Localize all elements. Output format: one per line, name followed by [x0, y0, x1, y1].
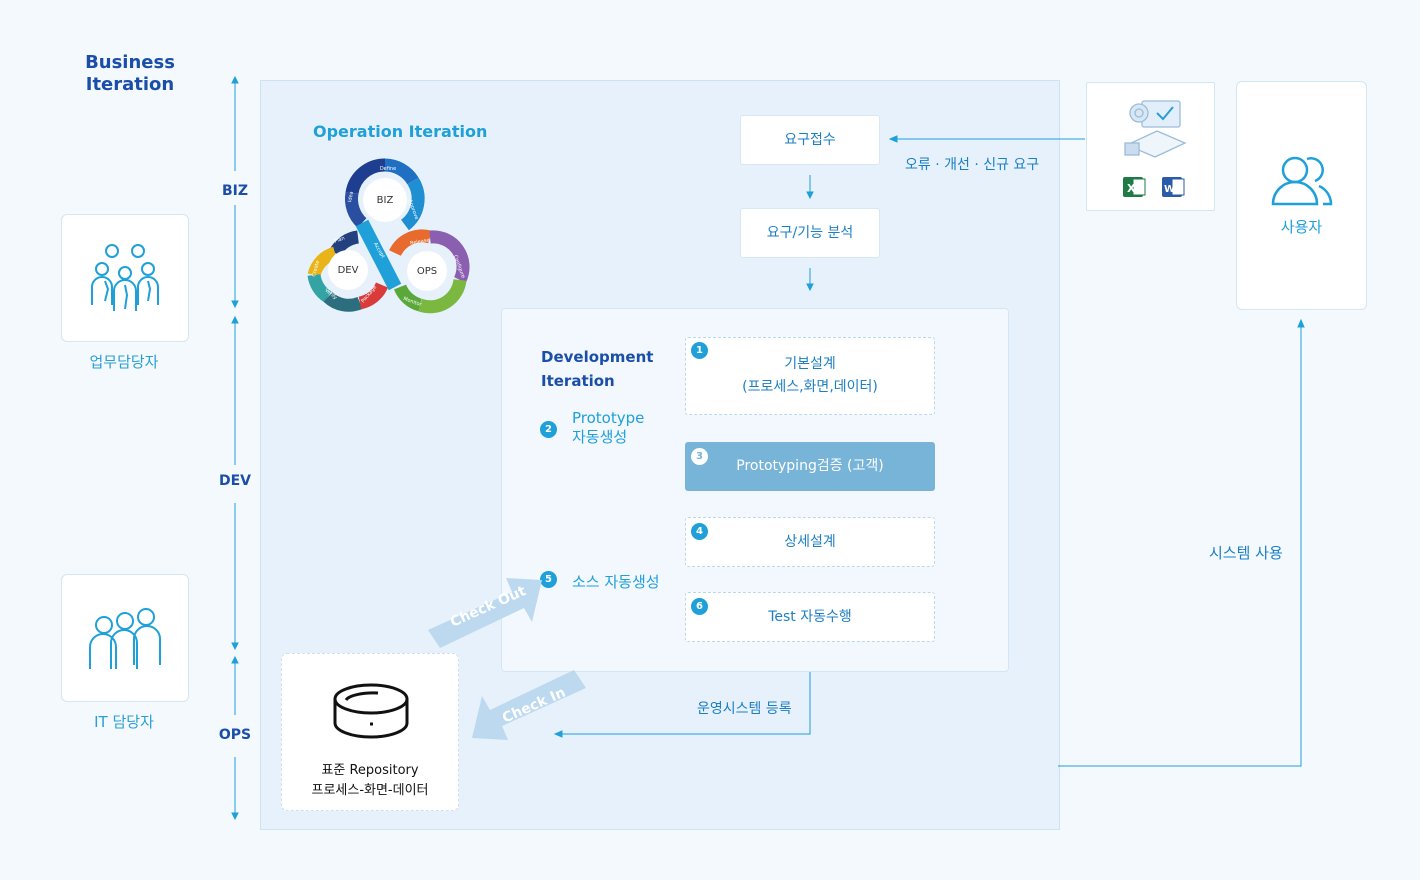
business-team-icon: [91, 244, 159, 311]
document-illustration-icon: X W: [1123, 100, 1187, 197]
devops-loop-diagram: BIZ DEV OPS Define Approve Idea Accept P…: [307, 158, 470, 314]
loop-label-ops: OPS: [417, 266, 437, 277]
step-badge-4: 4: [691, 523, 708, 540]
step-badge-1: 1: [691, 342, 708, 359]
business-iteration-title: Business Iteration: [85, 52, 175, 95]
step-badge-6: 6: [691, 598, 708, 615]
check-arrows: [428, 578, 586, 740]
deploy-label: 운영시스템 등록: [697, 701, 792, 717]
iteration-axis: [231, 75, 239, 821]
incoming-request-note: 오류 · 개선 · 신규 요구: [905, 157, 1040, 173]
prototyping-verify-box: Prototyping검증 (고객): [685, 442, 935, 491]
detail-design-box: 상세설계: [685, 517, 935, 567]
svg-text:X: X: [1127, 182, 1136, 195]
operation-iteration-title: Operation Iteration: [313, 122, 488, 141]
basic-design-box: 기본설계 (프로세스,화면,데이터): [685, 337, 935, 415]
segment-release: Release: [410, 237, 430, 246]
repository-box: 표준 Repository 프로세스-화면-데이터: [281, 653, 459, 811]
user-label: 사용자: [1280, 218, 1323, 236]
request-receipt-box: 요구접수: [740, 115, 880, 165]
user-box: 사용자: [1236, 81, 1367, 310]
step-badge-5: 5: [540, 571, 557, 588]
axis-label-biz: BIZ: [221, 183, 249, 199]
check-in-arrow: [472, 670, 586, 740]
business-owner-box: [61, 214, 189, 342]
test-auto-box: Test 자동수행: [685, 592, 935, 642]
segment-create: Create: [311, 260, 321, 278]
database-icon: [333, 683, 409, 739]
axis-label-dev: DEV: [218, 473, 252, 489]
loop-label-biz: BIZ: [377, 195, 394, 206]
check-out-arrow: [428, 578, 542, 648]
source-auto-gen-label: 소스 자동생성: [572, 573, 660, 591]
segment-idea: Idea: [347, 191, 355, 203]
business-owner-label: 업무담당자: [89, 353, 159, 371]
basic-design-label: 기본설계 (프로세스,화면,데이터): [742, 356, 878, 395]
axis-label-ops: OPS: [218, 727, 252, 743]
segment-plan: Plan: [334, 235, 346, 244]
step-badge-2: 2: [540, 421, 557, 438]
repository-subtitle: 프로세스-화면-데이터: [311, 783, 429, 798]
it-owner-box: [61, 574, 189, 702]
svg-text:W: W: [1164, 184, 1175, 195]
development-iteration-title: Development Iteration: [541, 348, 654, 390]
loop-label-dev: DEV: [338, 265, 359, 276]
repository-title: 표준 Repository: [321, 763, 419, 778]
step-badge-3: 3: [691, 448, 708, 465]
segment-define: Define: [380, 166, 396, 172]
user-icon: [1271, 156, 1333, 206]
it-owner-label: IT 담당자: [94, 713, 154, 731]
request-analysis-box: 요구/기능 분석: [740, 208, 880, 258]
it-team-icon: [89, 608, 161, 669]
system-use-label: 시스템 사용: [1209, 544, 1283, 562]
documents-box: X W: [1086, 82, 1215, 211]
prototype-auto-gen-label: Prototype 자동생성: [572, 409, 645, 446]
